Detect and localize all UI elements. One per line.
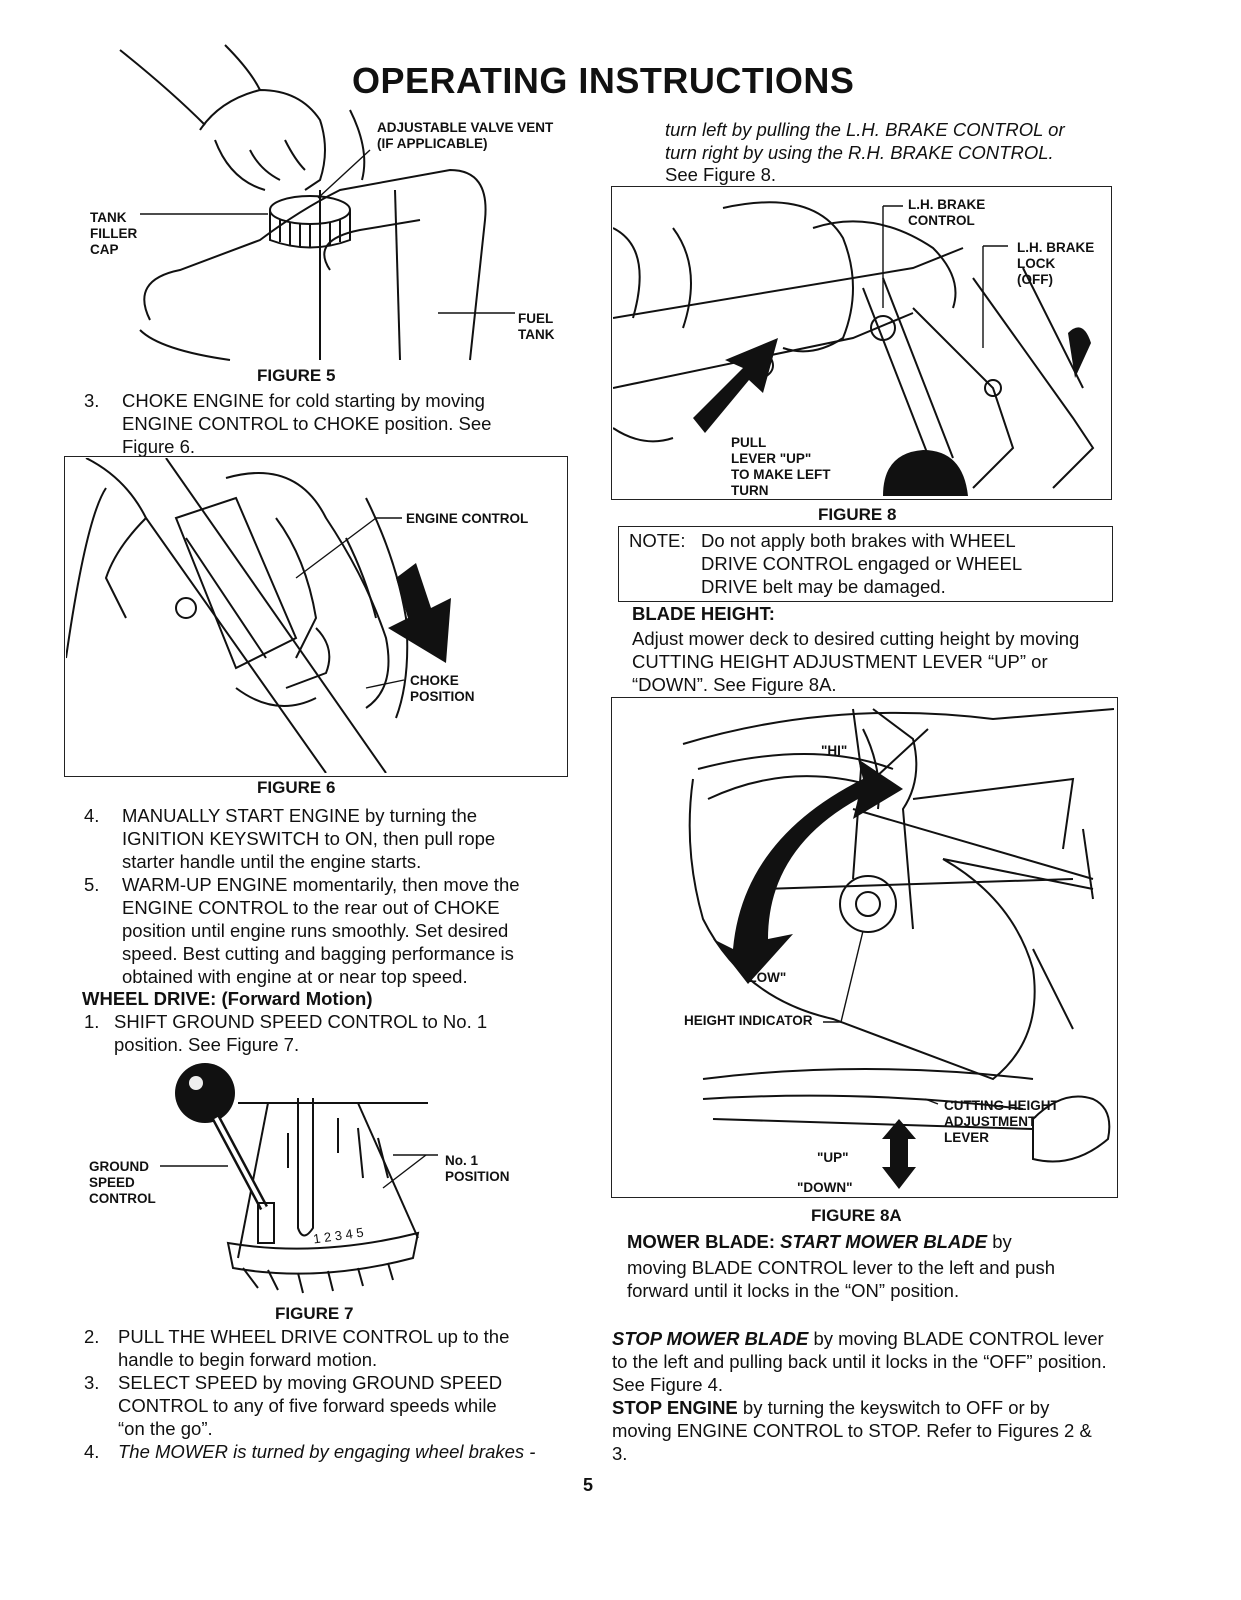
ground-speed-control-label: GROUND SPEED CONTROL <box>89 1159 156 1206</box>
figure-7-caption: FIGURE 7 <box>275 1304 354 1323</box>
figure-8-caption: FIGURE 8 <box>818 505 897 524</box>
step-warm-up-engine: 5. WARM-UP ENGINE momentarily, then move… <box>84 873 564 989</box>
lh-brake-control-label: L.H. BRAKE CONTROL <box>908 197 986 228</box>
choke-position-label: CHOKE POSITION <box>410 673 475 704</box>
step-pull-wheel-drive: 2. PULL THE WHEEL DRIVE CONTROL up to th… <box>84 1325 554 1371</box>
stop-engine-label: STOP ENGINE <box>612 1397 738 1418</box>
blade-height-text: Adjust mower deck to desired cutting hei… <box>632 628 1080 695</box>
step-start-engine: 4. MANUALLY START ENGINE by turning the … <box>84 804 544 874</box>
step-text: SELECT SPEED by moving GROUND SPEED CONT… <box>118 1372 503 1439</box>
tank-filler-cap-label: TANK FILLER CAP <box>90 210 138 257</box>
mower-blade-heading-line: MOWER BLADE: START MOWER BLADE by <box>627 1230 1107 1253</box>
page-title: OPERATING INSTRUCTIONS <box>352 60 855 101</box>
note-label: NOTE: <box>629 530 686 551</box>
stop-engine-text: by turning the keyswitch to OFF or by mo… <box>612 1397 1092 1464</box>
note-box: NOTE: Do not apply both brakes with WHEE… <box>618 526 1113 602</box>
height-indicator-label: HEIGHT INDICATOR <box>684 1013 813 1028</box>
step-choke-engine: 3. CHOKE ENGINE for cold starting by mov… <box>84 389 544 459</box>
figure-6-caption: FIGURE 6 <box>257 778 336 797</box>
step-text: SHIFT GROUND SPEED CONTROL to No. 1 posi… <box>114 1011 488 1055</box>
figure-8a-illustration <box>682 708 1114 1189</box>
figure-8a-box <box>611 697 1118 1198</box>
step-mower-turning: 4. The MOWER is turned by engaging wheel… <box>84 1440 564 1464</box>
mower-blade-label: MOWER BLADE: <box>627 1231 775 1252</box>
mower-blade-by: by <box>992 1231 1012 1252</box>
figure-5-illustration <box>119 44 515 361</box>
figure-8-box <box>611 186 1112 500</box>
lh-brake-lock-label: L.H. BRAKE LOCK (OFF) <box>1017 240 1095 287</box>
stop-mower-blade-paragraph: STOP MOWER BLADE by moving BLADE CONTROL… <box>612 1327 1112 1396</box>
blade-height-heading: BLADE HEIGHT: <box>632 603 775 624</box>
fuel-tank-label: FUEL TANK <box>518 311 555 342</box>
figure-7-illustration <box>160 1063 438 1294</box>
no1-position-label: No. 1 POSITION <box>445 1153 510 1184</box>
valve-vent-label: ADJUSTABLE VALVE VENT (IF APPLICABLE) <box>377 120 554 151</box>
figure-5-caption: FIGURE 5 <box>257 366 336 385</box>
note-text: Do not apply both brakes with WHEEL DRIV… <box>701 530 1022 597</box>
page-number: 5 <box>583 1475 594 1495</box>
figure-8a-caption: FIGURE 8A <box>811 1206 902 1225</box>
step-select-speed: 3. SELECT SPEED by moving GROUND SPEED C… <box>84 1371 554 1441</box>
figure-8-illustration <box>613 201 1095 496</box>
stop-mower-blade-text: by moving BLADE CONTROL lever to the lef… <box>612 1328 1107 1395</box>
engine-control-label: ENGINE CONTROL <box>406 511 529 526</box>
mower-blade-text: moving BLADE CONTROL lever to the left a… <box>627 1257 1056 1301</box>
step-number: 5. <box>84 874 100 895</box>
step-number: 4. <box>84 1441 100 1462</box>
stop-mower-blade-emph: STOP MOWER BLADE <box>612 1328 809 1349</box>
step-number: 3. <box>84 1372 100 1393</box>
step-number: 2. <box>84 1326 100 1347</box>
see-figure-8-text: See Figure 8. <box>665 164 777 185</box>
step-text: PULL THE WHEEL DRIVE CONTROL up to the h… <box>118 1326 510 1370</box>
low-label: "LOW" <box>742 970 787 985</box>
step-text: WARM-UP ENGINE momentarily, then move th… <box>122 874 520 987</box>
pull-lever-label: PULL LEVER "UP" TO MAKE LEFT TURN <box>731 435 831 498</box>
stop-engine-paragraph: STOP ENGINE by turning the keyswitch to … <box>612 1396 1112 1465</box>
step-number: 1. <box>84 1011 100 1032</box>
step-number: 4. <box>84 805 100 826</box>
step-shift-ground-speed: 1. SHIFT GROUND SPEED CONTROL to No. 1 p… <box>84 1010 544 1056</box>
wheel-drive-heading: WHEEL DRIVE: (Forward Motion) <box>82 988 373 1009</box>
step-text: MANUALLY START ENGINE by turning the IGN… <box>122 805 496 872</box>
up-label: "UP" <box>817 1150 849 1165</box>
figure-6-box <box>64 456 568 777</box>
figure-6-illustration <box>66 458 451 773</box>
step-text: The MOWER is turned by engaging wheel br… <box>118 1441 536 1462</box>
turning-instructions-text: turn left by pulling the L.H. BRAKE CONT… <box>665 119 1065 163</box>
down-label: "DOWN" <box>797 1180 853 1195</box>
step-text: CHOKE ENGINE for cold starting by moving… <box>122 390 492 457</box>
cutting-height-lever-label: CUTTING HEIGHT ADJUSTMENT LEVER <box>944 1098 1059 1145</box>
step-number: 3. <box>84 390 100 411</box>
start-mower-blade-emph: START MOWER BLADE <box>780 1231 988 1252</box>
hi-label: "HI" <box>821 743 848 758</box>
